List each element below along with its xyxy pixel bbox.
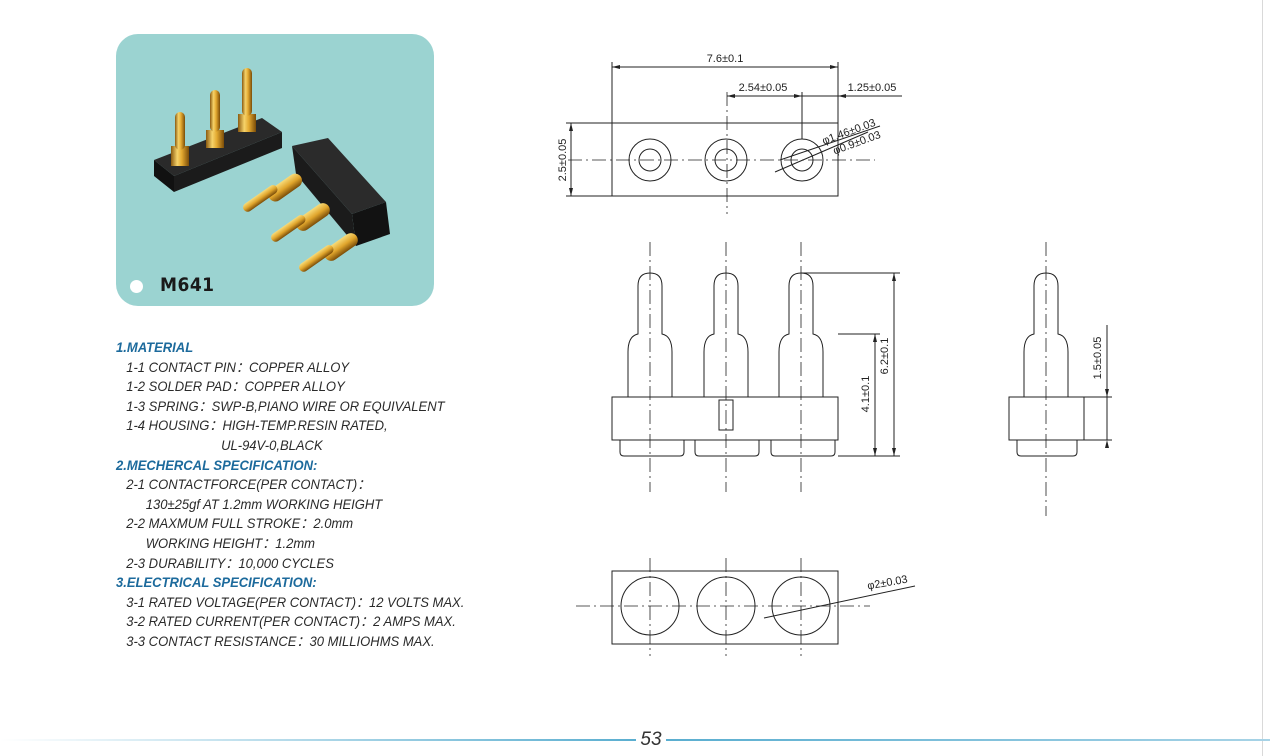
footer-rule-left <box>0 739 636 741</box>
spec-item: 2-3 DURABILITY：10,000 CYCLES <box>126 554 334 571</box>
bottom-view <box>576 558 916 656</box>
spec-item: 1-4 HOUSING：HIGH-TEMP.RESIN RATED, <box>126 417 388 434</box>
spec-item: WORKING HEIGHT：1.2mm <box>145 534 316 551</box>
spec-item: UL-94V-0,BLACK <box>221 436 323 453</box>
dim-working-height: 4.1±0.1 <box>860 376 872 413</box>
spec-item: 3-3 CONTACT RESISTANCE：30 MILLIOHMS MAX. <box>126 632 435 649</box>
model-name: M641 <box>160 274 215 296</box>
dim-total-length: 7.6±0.1 <box>707 53 744 65</box>
footer-rule-right <box>666 739 1270 741</box>
dim-pitch: 2.54±0.05 <box>739 82 788 94</box>
spec-item: 2-1 CONTACTFORCE(PER CONTACT)： <box>126 476 371 493</box>
spec-item: 3-1 RATED VOLTAGE(PER CONTACT)：12 VOLTS … <box>126 593 465 610</box>
model-bullet-icon <box>130 280 143 293</box>
spec-section-heading: 1.MATERIAL <box>116 339 194 355</box>
product-photo <box>154 68 390 272</box>
spec-section-heading: 2.MECHERCAL SPECIFICATION: <box>116 456 318 473</box>
dim-edge-offset: 1.25±0.05 <box>848 82 897 94</box>
top-view <box>566 62 902 214</box>
product-photo-card: M641 <box>116 34 434 306</box>
spec-item: 2-2 MAXMUM FULL STROKE：2.0mm <box>126 515 354 532</box>
spec-item: 1-1 CONTACT PIN：COPPER ALLOY <box>126 358 350 375</box>
front-view <box>611 242 900 492</box>
spec-section-heading: 3.ELECTRICAL SPECIFICATION: <box>116 574 317 591</box>
right-page-edge <box>1262 0 1263 756</box>
spec-item: 130±25gf AT 1.2mm WORKING HEIGHT <box>145 495 383 512</box>
spec-item: 1-2 SOLDER PAD：COPPER ALLOY <box>126 378 345 395</box>
dim-width: 2.5±0.05 <box>557 139 569 182</box>
dim-housing-height: 1.5±0.05 <box>1092 337 1104 380</box>
dim-pad-dia: φ2±0.03 <box>866 574 908 593</box>
spec-item: 3-2 RATED CURRENT(PER CONTACT)：2 AMPS MA… <box>126 613 456 630</box>
page-number: 53 <box>636 728 666 752</box>
spec-item: 1-3 SPRING：SWP-B,PIANO WIRE OR EQUIVALEN… <box>126 397 445 414</box>
side-view <box>1008 242 1112 516</box>
specifications: 1.MATERIAL 1-1 CONTACT PIN：COPPER ALLOY 1-… <box>116 338 536 652</box>
dim-total-height: 6.2±0.1 <box>879 338 891 375</box>
